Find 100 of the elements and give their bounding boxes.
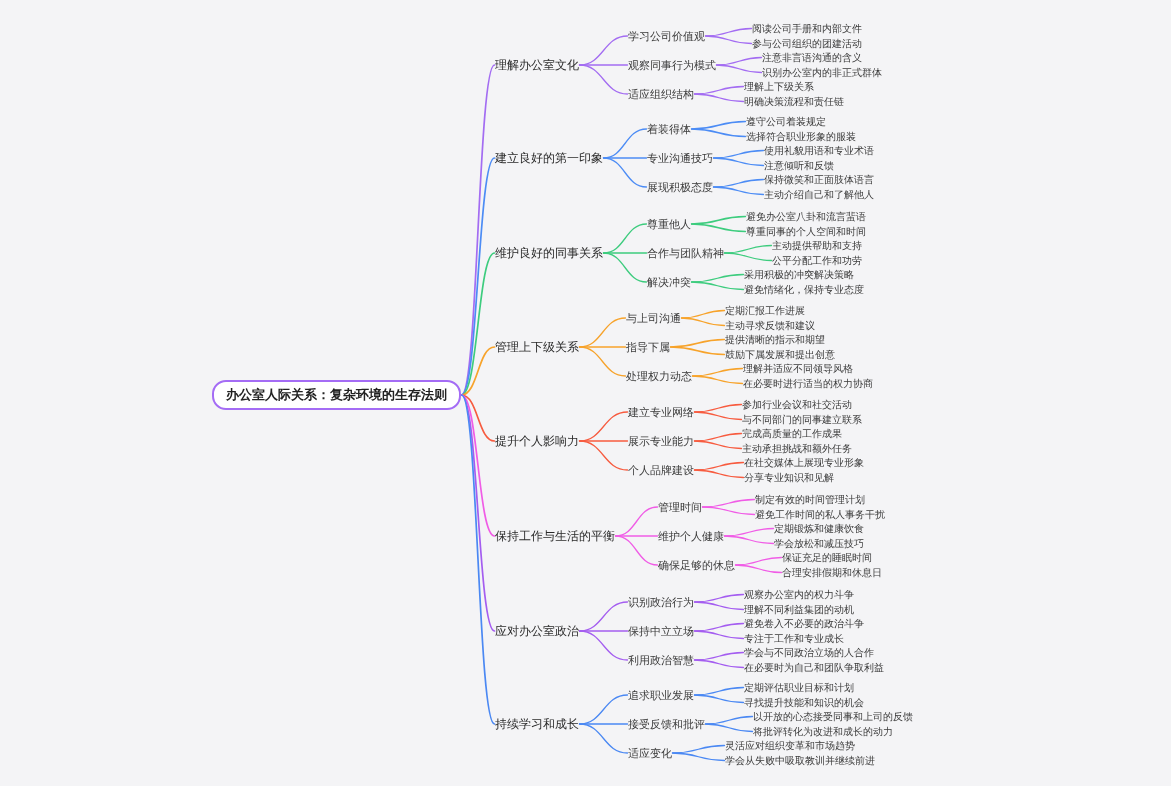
detail-text: 在必要时为自己和团队争取利益 [744,661,884,674]
detail-text: 主动介绍自己和了解他人 [764,188,874,201]
detail-text: 灵活应对组织变革和市场趋势 [725,739,855,752]
subtopic: 识别政治行为 [628,595,694,609]
detail-text: 避免工作时间的私人事务干扰 [755,508,885,521]
branch-line [669,346,726,356]
branch-line [701,506,756,516]
detail-text: 避免办公室八卦和流言蜚语 [746,210,866,223]
branch-line [578,64,629,95]
detail-text: 主动承担挑战和额外任务 [742,442,852,455]
subtopic: 建立专业网络 [628,405,694,419]
branch-line [693,93,745,103]
detail-text: 理解上下级关系 [744,80,814,93]
central-topic: 办公室人际关系：复杂环境的生存法则 [212,380,461,410]
main-topic: 保持工作与生活的平衡 [495,529,615,543]
detail-text: 理解不同利益集团的动机 [744,603,854,616]
subtopic: 专业沟通技巧 [647,151,713,165]
branch-line [723,252,773,262]
branch-line [671,752,726,762]
detail-text: 主动提供帮助和支持 [772,239,862,252]
detail-text: 寻找提升技能和知识的机会 [744,696,864,709]
detail-text: 主动寻求反馈和建议 [725,319,815,332]
branch-line [693,601,745,611]
branch-line [578,440,629,471]
branch-line [680,317,726,327]
detail-text: 尊重同事的个人空间和时间 [746,225,866,238]
branch-line [693,411,743,421]
branch-line [715,64,763,74]
subtopic: 利用政治智慧 [628,653,694,667]
branch-line [460,394,496,537]
subtopic: 适应变化 [628,746,672,760]
branch-line [693,630,745,640]
branch-line [693,694,745,704]
subtopic: 展现积极态度 [647,180,713,194]
detail-text: 阅读公司手册和内部文件 [752,22,862,35]
branch-line [712,186,765,196]
detail-text: 保持微笑和正面肢体语言 [764,173,874,186]
main-topic: 应对办公室政治 [495,624,579,638]
subtopic: 适应组织结构 [628,87,694,101]
subtopic: 处理权力动态 [626,369,692,383]
main-topic: 建立良好的第一印象 [495,151,603,165]
detail-text: 注意倾听和反馈 [764,159,834,172]
branch-line [704,35,753,45]
branch-line [460,394,496,725]
main-topic: 管理上下级关系 [495,340,579,354]
detail-text: 分享专业知识和见解 [744,471,834,484]
branch-line [602,157,648,188]
subtopic: 展示专业能力 [628,434,694,448]
subtopic: 着装得体 [647,122,691,136]
subtopic: 观察同事行为模式 [628,58,716,72]
detail-text: 避免卷入不必要的政治斗争 [744,617,864,630]
branch-line [691,375,744,385]
detail-text: 定期评估职业目标和计划 [744,681,854,694]
detail-text: 合理安排假期和休息日 [782,566,882,579]
subtopic: 保持中立立场 [628,624,694,638]
detail-text: 以开放的心态接受同事和上司的反馈 [753,710,913,723]
main-topic: 理解办公室文化 [495,58,579,72]
detail-text: 避免情绪化，保持专业态度 [744,283,864,296]
subtopic: 维护个人健康 [658,529,724,543]
subtopic: 个人品牌建设 [628,463,694,477]
branch-line [460,157,496,396]
detail-text: 学会放松和减压技巧 [774,537,864,550]
detail-text: 定期锻炼和健康饮食 [774,522,864,535]
subtopic: 接受反馈和批评 [628,717,705,731]
subtopic: 追求职业发展 [628,688,694,702]
branch-line [690,223,747,233]
detail-text: 鼓励下属发展和提出创意 [725,348,835,361]
subtopic: 管理时间 [658,500,702,514]
detail-text: 理解并适应不同领导风格 [743,362,853,375]
detail-text: 选择符合职业形象的服装 [746,130,856,143]
detail-text: 专注于工作和专业成长 [744,632,844,645]
main-topic: 维护良好的同事关系 [495,246,603,260]
branch-line [602,252,648,283]
subtopic: 确保足够的休息 [658,558,735,572]
detail-text: 学会与不同政治立场的人合作 [744,646,874,659]
detail-text: 制定有效的时间管理计划 [755,493,865,506]
detail-text: 公平分配工作和功劳 [772,254,862,267]
branch-line [734,564,783,574]
detail-text: 定期汇报工作进展 [725,304,805,317]
detail-text: 使用礼貌用语和专业术语 [764,144,874,157]
branch-line [602,157,648,159]
detail-text: 保证充足的睡眠时间 [782,551,872,564]
branch-line [578,346,627,377]
subtopic: 合作与团队精神 [647,246,724,260]
subtopic: 尊重他人 [647,217,691,231]
branch-line [578,723,629,754]
branch-line [460,252,496,396]
detail-text: 与不同部门的同事建立联系 [742,413,862,426]
detail-text: 在必要时进行适当的权力协商 [743,377,873,390]
branch-line [690,281,745,291]
detail-text: 提供清晰的指示和期望 [725,333,825,346]
detail-text: 参与公司组织的团建活动 [752,37,862,50]
detail-text: 观察办公室内的权力斗争 [744,588,854,601]
branch-line [704,723,754,733]
detail-text: 将批评转化为改进和成长的动力 [753,725,893,738]
branch-line [693,469,745,479]
detail-text: 采用积极的冲突解决策略 [744,268,854,281]
branch-line [693,659,745,669]
main-topic: 持续学习和成长 [495,717,579,731]
detail-text: 识别办公室内的非正式群体 [762,66,882,79]
